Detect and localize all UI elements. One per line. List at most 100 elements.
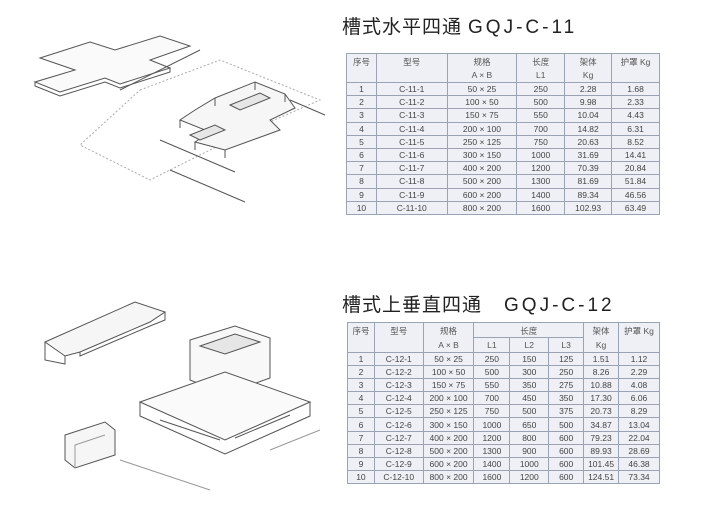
header-spec: 规格 [446, 53, 518, 68]
table-cell: C-12-6 [373, 417, 424, 432]
table-cell: 6.06 [618, 391, 660, 406]
header-spec-sub: A × B [422, 337, 475, 353]
table-cell: 600 × 200 [422, 456, 475, 472]
table-cell: 6.31 [611, 121, 660, 136]
table-cell: 79.23 [583, 430, 620, 445]
table-cell: 500 [516, 95, 566, 110]
table-cell: 275 [548, 377, 585, 393]
table-cell: 1000 [516, 147, 566, 163]
header-frame-sub: Kg [583, 337, 620, 353]
table-cell: 900 [509, 443, 550, 459]
table-cell: 100 × 50 [446, 95, 518, 110]
table-cell: C-12-4 [373, 391, 424, 406]
table-cell: C-12-2 [373, 364, 424, 379]
table-cell: 250 × 125 [446, 134, 518, 149]
table-cell: 4 [346, 121, 377, 136]
table-header-row: 序号 型号 规格 长度 架体 护罩 Kg [347, 322, 660, 353]
table-cell: 46.56 [611, 187, 660, 202]
table-cell: 13.04 [618, 417, 660, 432]
header-length-sub: L1 [516, 68, 566, 83]
table-cell: 600 [548, 430, 585, 445]
table-cell: 2.28 [564, 81, 613, 97]
table-cell: C-11-2 [375, 95, 448, 110]
header-l2: L2 [509, 337, 550, 353]
table-cell: 150 [509, 351, 550, 366]
table-cell: 375 [548, 404, 585, 419]
table-cell: 5 [347, 404, 375, 419]
table-cell: C-12-5 [373, 404, 424, 419]
table-cell: 800 × 200 [446, 200, 518, 215]
table-header-subrow: A × B L1 Kg [347, 68, 660, 83]
table-cell: 600 [548, 456, 585, 472]
table-cell: 10.04 [564, 108, 613, 123]
table-cell: 700 [473, 391, 511, 406]
table-cell: 102.93 [564, 200, 613, 215]
table-cell: C-12-3 [373, 377, 424, 393]
section2-table: 序号 型号 规格 长度 架体 护罩 Kg A × B L1 L2 L3 Kg 1… [347, 322, 660, 485]
vertical-cross-drawing [43, 301, 321, 491]
table-cell: 10.88 [583, 377, 620, 393]
table-cell: 300 × 150 [422, 417, 475, 432]
section1-title-text: 槽式水平四通 [342, 16, 463, 38]
table-cell: 70.39 [564, 161, 613, 176]
header-model: 型号 [373, 322, 424, 353]
table-cell: C-11-6 [375, 147, 448, 163]
table-cell: 2 [346, 95, 377, 110]
table-cell: 8.26 [583, 364, 620, 379]
table-cell: 550 [516, 108, 566, 123]
header-no: 序号 [346, 53, 377, 83]
header-l1: L1 [473, 337, 511, 353]
table-cell: 1300 [473, 443, 511, 459]
table-cell: 1400 [473, 456, 511, 472]
table-cell: 10 [346, 200, 377, 215]
table-cell: 150 × 75 [422, 377, 475, 393]
table-cell: 10 [347, 470, 375, 485]
table-cell: 5 [346, 134, 377, 149]
table-cell: 6 [346, 147, 377, 163]
table-cell: 20.84 [611, 161, 660, 176]
table-cell: 3 [347, 377, 375, 393]
table-cell: 8.29 [618, 404, 660, 419]
table-cell: 1 [346, 81, 377, 97]
table-cell: 500 × 200 [422, 443, 475, 459]
header-length: 长度 [516, 53, 566, 68]
table-header-row: 序号 型号 规格 长度 架体 护罩 Kg [346, 53, 660, 83]
header-cover: 护罩 Kg [611, 53, 660, 83]
table-cell: 125 [548, 351, 585, 366]
table-cell: 1 [347, 351, 375, 366]
table-cell: 200 × 100 [422, 391, 475, 406]
table-cell: 1600 [516, 200, 566, 215]
table-cell: 250 [473, 351, 511, 366]
header-spec: 规格 [422, 322, 475, 338]
table-cell: C-11-4 [375, 121, 448, 136]
table-cell: 800 × 200 [422, 470, 475, 485]
table-cell: 1.12 [618, 351, 660, 366]
table-cell: C-11-8 [375, 174, 448, 189]
table-cell: 150 × 75 [446, 108, 518, 123]
table-cell: 34.87 [583, 417, 620, 432]
table-cell: 400 × 200 [446, 161, 518, 176]
table-cell: C-11-1 [375, 81, 448, 97]
table-cell: 100 × 50 [422, 364, 475, 379]
table-cell: 1300 [516, 174, 566, 189]
table-cell: 1.68 [611, 81, 660, 97]
table-cell: 200 × 100 [446, 121, 518, 136]
table-cell: 8 [347, 443, 375, 459]
table-cell: 350 [548, 391, 585, 406]
table-cell: 500 [548, 417, 585, 432]
table-cell: 1200 [516, 161, 566, 176]
header-cover: 护罩 Kg [618, 322, 660, 353]
table-cell: 6 [347, 417, 375, 432]
table-cell: C-11-10 [375, 200, 448, 215]
horizontal-cross-drawing [33, 35, 326, 203]
table-cell: 7 [347, 430, 375, 445]
table-cell: C-12-9 [373, 456, 424, 472]
header-l3: L3 [548, 337, 585, 353]
table-cell: 450 [509, 391, 550, 406]
